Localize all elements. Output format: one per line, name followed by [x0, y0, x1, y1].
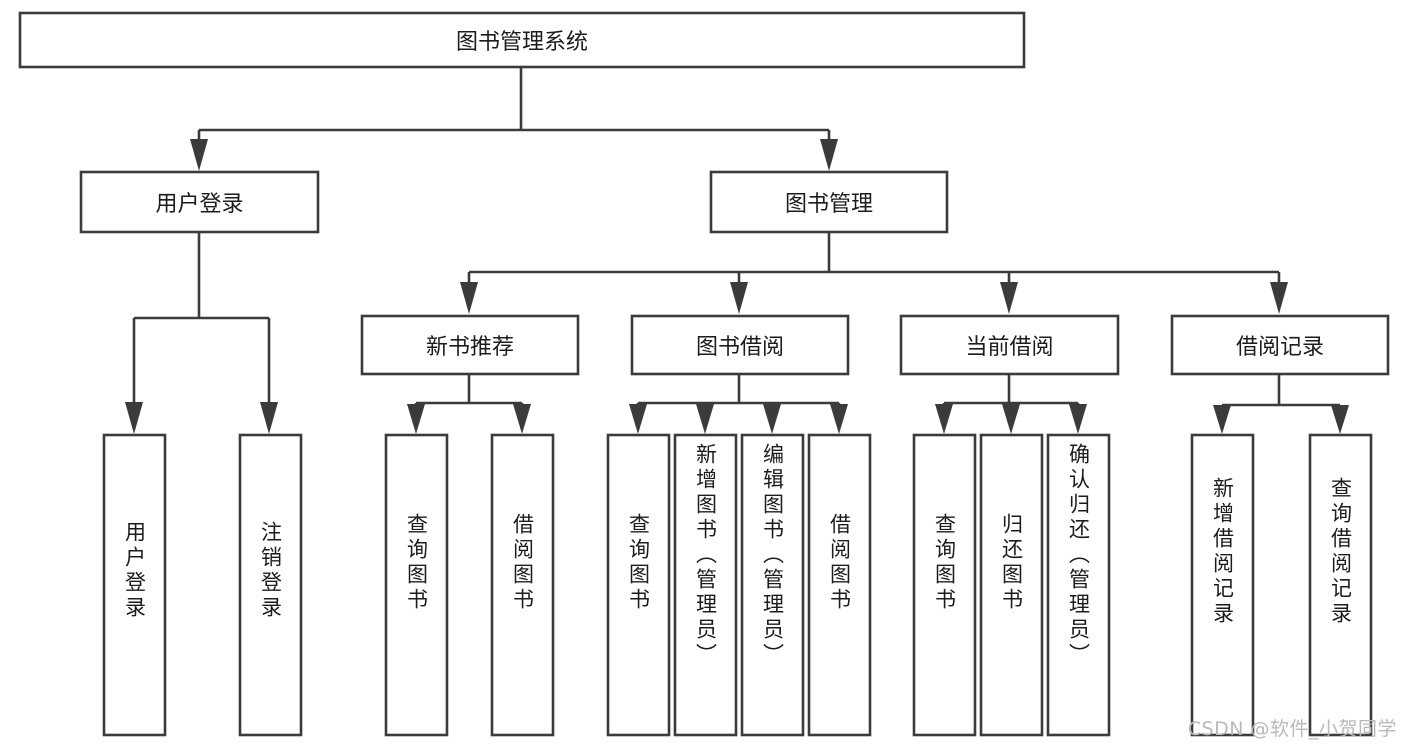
arrow-head-leaf-query-book-c: [935, 404, 953, 434]
node-box-leaf-query-book-c[interactable]: [912, 433, 977, 737]
node-box-leaf-user-login[interactable]: [102, 433, 167, 737]
arrow-head-leaf-add-record: [1213, 405, 1231, 434]
arrow-head-leaf-query-record: [1331, 405, 1349, 434]
csdn-watermark: CSDN @软件_小贺同学: [1187, 718, 1397, 740]
arrow-head-leaf-confirm-return: [1069, 404, 1087, 434]
edge-group-borrow-record: [1213, 374, 1349, 434]
edge-group-book-borrow: [629, 374, 848, 434]
node-box-leaf-query-book-a[interactable]: [384, 433, 449, 737]
edge-group-book-mgmt: [460, 232, 1288, 314]
edge-group-current-borrow: [935, 374, 1087, 434]
arrow-head-leaf-add-book: [696, 404, 714, 434]
edge-group-user-login: [125, 232, 278, 434]
edge-group-new-book-rec: [407, 374, 531, 434]
node-box-leaf-borrow-book-b[interactable]: [807, 433, 872, 737]
arrow-head-current-borrow: [1000, 282, 1018, 314]
node-box-leaf-confirm-return[interactable]: [1046, 433, 1111, 737]
node-box-leaf-add-record[interactable]: [1190, 433, 1255, 737]
node-box-root[interactable]: [18, 11, 1026, 69]
node-box-leaf-query-record[interactable]: [1308, 433, 1373, 737]
arrow-head-borrow-record: [1270, 282, 1288, 314]
arrow-head-leaf-borrow-book-b: [830, 404, 848, 434]
node-box-leaf-borrow-book-a[interactable]: [490, 433, 555, 737]
arrow-head-leaf-edit-book: [763, 404, 781, 434]
node-box-borrow-record[interactable]: [1170, 314, 1390, 376]
node-box-leaf-logout[interactable]: [238, 433, 303, 737]
arrow-head-new-book-rec: [460, 282, 478, 314]
node-box-user-login[interactable]: [79, 170, 320, 234]
arrow-head-book-mgmt: [820, 139, 838, 171]
arrow-head-leaf-query-book-a: [407, 404, 425, 434]
node-box-current-borrow[interactable]: [899, 314, 1120, 376]
node-box-leaf-edit-book[interactable]: [740, 433, 805, 737]
node-box-leaf-add-book[interactable]: [673, 433, 738, 737]
node-box-leaf-query-book-b[interactable]: [606, 433, 671, 737]
arrow-head-leaf-borrow-book-a: [513, 404, 531, 434]
arrow-head-user-login: [190, 139, 208, 171]
node-box-book-borrow[interactable]: [630, 314, 850, 376]
edge-group-root: [190, 67, 838, 171]
arrow-head-leaf-return-book: [1002, 404, 1020, 434]
node-box-leaf-return-book[interactable]: [979, 433, 1044, 737]
node-box-book-mgmt[interactable]: [709, 170, 949, 234]
node-box-new-book-rec[interactable]: [360, 314, 580, 376]
arrow-head-leaf-user-login: [125, 402, 143, 434]
arrow-head-leaf-logout: [260, 402, 278, 434]
arrow-head-book-borrow: [730, 282, 748, 314]
arrow-head-leaf-query-book-b: [629, 404, 647, 434]
